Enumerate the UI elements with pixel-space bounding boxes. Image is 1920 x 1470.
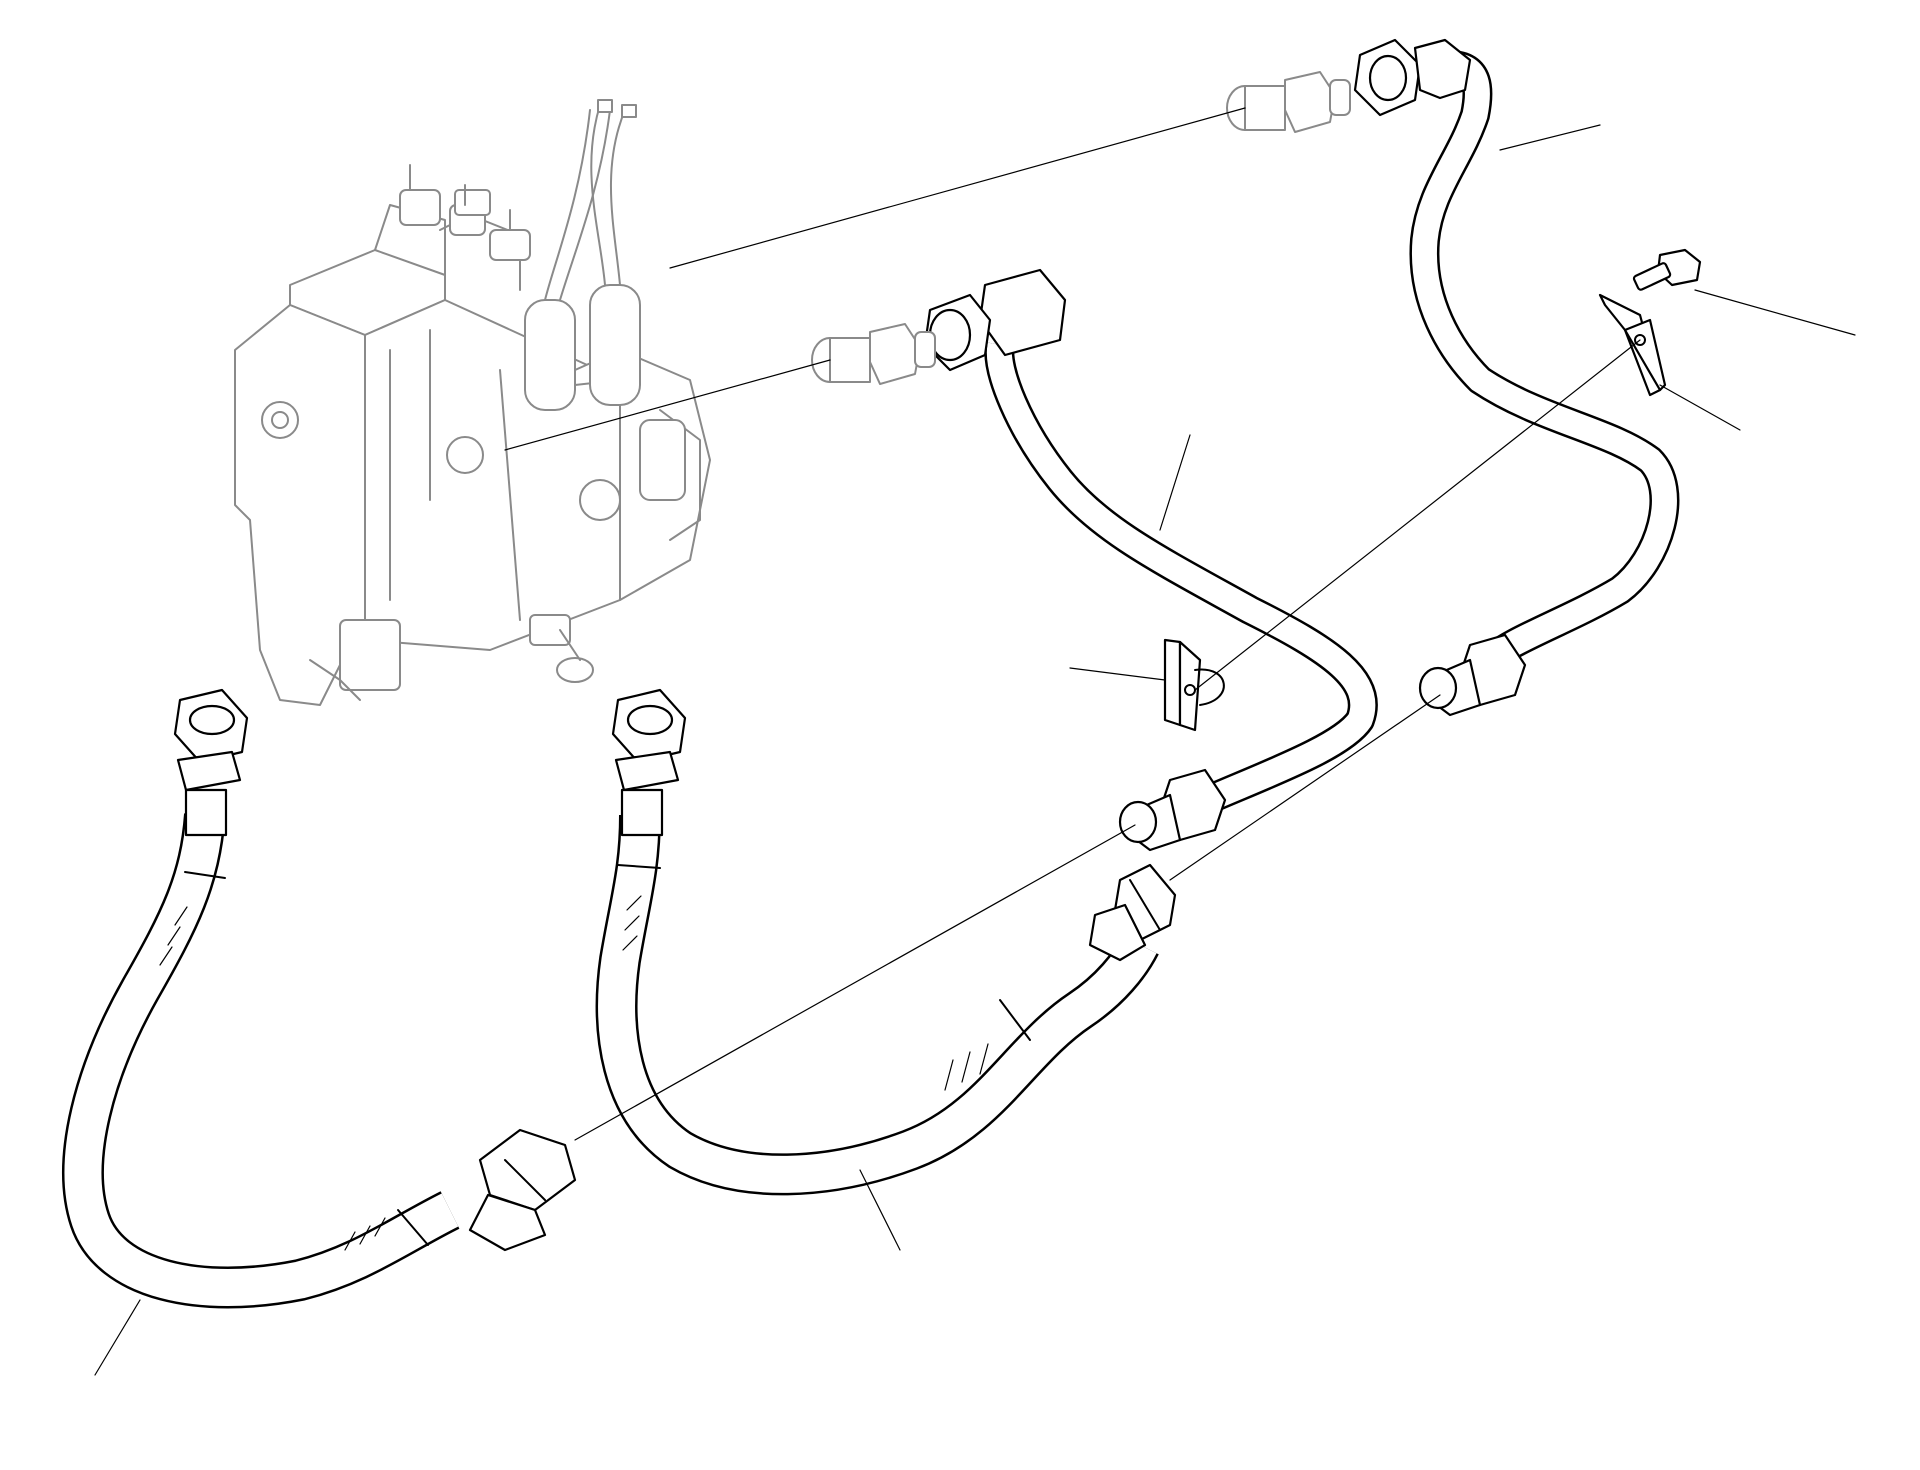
hose-left-end-fitting xyxy=(468,1128,577,1252)
assembly-lines xyxy=(504,107,1641,1141)
callout-leaders xyxy=(94,124,1856,1376)
hose-left xyxy=(62,813,460,1309)
adapter-fitting-lower xyxy=(811,323,936,385)
clamp-plate-upper xyxy=(1598,293,1667,397)
hose-left-top-nut xyxy=(173,688,249,837)
pipe-upper-top-nut xyxy=(1353,38,1472,117)
pipe-upper xyxy=(1409,50,1680,672)
adapter-fitting-upper xyxy=(1226,71,1351,133)
pipe-upper-end-fitting xyxy=(1418,633,1527,717)
control-valve xyxy=(234,99,711,706)
hose-center-top-nut xyxy=(611,688,687,837)
bolt xyxy=(1632,248,1702,291)
pipe-middle xyxy=(984,342,1378,824)
hose-center-end-fitting xyxy=(1088,863,1177,962)
pipe-middle-end-fitting xyxy=(1118,768,1227,852)
hose-center xyxy=(595,814,1159,1196)
clamp-plate-lower xyxy=(1163,638,1225,732)
